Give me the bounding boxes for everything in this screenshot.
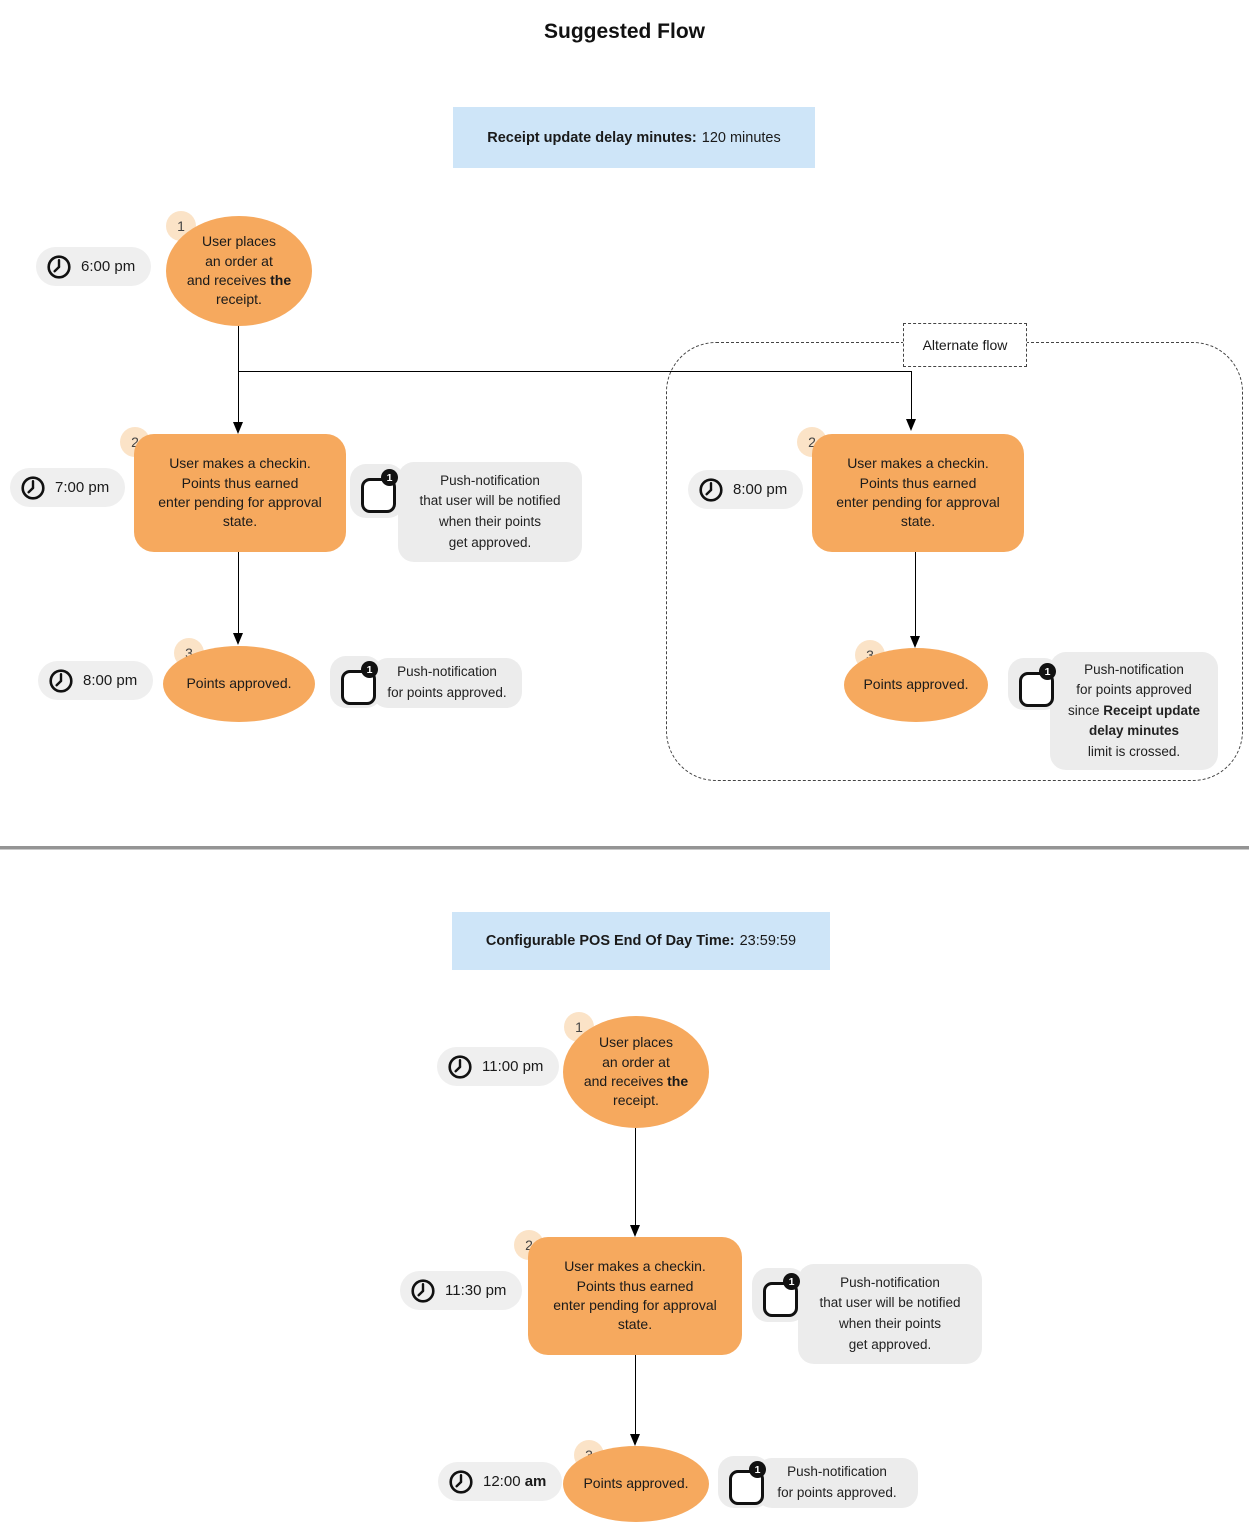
- time-label: 8:00 pm: [733, 481, 788, 498]
- time-pill: 7:00 pm: [10, 468, 126, 507]
- time-pill: 6:00 pm: [36, 247, 152, 286]
- notification-text-bold: Receipt update delay minutes: [1088, 702, 1201, 739]
- node-user-checkin: User makes a checkin. Points thus earned…: [134, 434, 346, 552]
- time-pill: 12:00 am: [438, 1462, 563, 1501]
- page-title: Suggested Flow: [543, 20, 705, 43]
- clock-icon: [448, 1054, 472, 1079]
- node-user-checkin: User makes a checkin. Points thus earned…: [528, 1237, 742, 1355]
- time-pill: 11:00 pm: [437, 1047, 560, 1086]
- time-pill: 11:30 pm: [400, 1271, 523, 1310]
- banner-label: Configurable POS End Of Day Time:: [485, 933, 735, 949]
- arrowhead: [906, 419, 916, 431]
- arrowhead: [630, 1225, 640, 1237]
- time-part: 12:00: [483, 1473, 525, 1490]
- branch-line: [238, 371, 912, 373]
- node-text: User makes a checkin. Points thus earned…: [553, 1258, 717, 1333]
- flow-line: [238, 325, 240, 422]
- clock-icon: [449, 1469, 473, 1494]
- notification-count-badge: 1: [381, 469, 398, 486]
- node-text-bold: the: [667, 1073, 689, 1089]
- push-notification-bubble: Push-notification that user will be noti…: [798, 1264, 982, 1364]
- node-points-approved: Points approved.: [563, 1446, 709, 1522]
- arrowhead: [910, 636, 920, 648]
- time-label: 7:00 pm: [55, 479, 110, 496]
- clock-icon: [49, 668, 73, 693]
- receipt-delay-banner: Receipt update delay minutes:120 minutes: [453, 107, 815, 168]
- time-pill: 8:00 pm: [688, 470, 804, 509]
- notification-text-part: limit is crossed.: [1087, 743, 1181, 759]
- clock-icon: [47, 254, 71, 279]
- arrowhead: [630, 1434, 640, 1446]
- notification-text: Push-notification for points approved si…: [1062, 660, 1206, 763]
- time-label: 12:00 am: [483, 1473, 546, 1490]
- alternate-flow-label: Alternate flow: [903, 323, 1027, 367]
- banner-value: 120 minutes: [701, 129, 781, 146]
- push-notification-bubble: Push-notification for points approved.: [372, 658, 522, 708]
- push-notification-bubble: Push-notification for points approved si…: [1050, 652, 1218, 770]
- notification-text: Push-notification that user will be noti…: [419, 472, 561, 550]
- notification-icon: 1: [752, 1268, 806, 1322]
- notification-count-badge: 1: [749, 1461, 766, 1478]
- time-label: 11:00 pm: [482, 1058, 544, 1075]
- banner-text: Configurable POS End Of Day Time:23:59:5…: [486, 933, 796, 949]
- notification-text: Push-notification for points approved.: [777, 1464, 897, 1500]
- node-text: Points approved.: [186, 675, 292, 692]
- notification-count-badge: 1: [783, 1273, 800, 1290]
- flow-line: [915, 552, 917, 636]
- arrowhead: [233, 422, 243, 434]
- banner-value: 23:59:59: [739, 933, 797, 949]
- node-user-places-order: User places an order at and receives the…: [563, 1016, 709, 1128]
- notification-count-badge: 1: [361, 661, 378, 678]
- clock-icon: [699, 477, 723, 502]
- node-text-part: User places an order at and receives: [583, 1034, 673, 1089]
- flow-line: [238, 552, 240, 634]
- time-label: 8:00 pm: [83, 672, 138, 689]
- section-divider: [0, 846, 1249, 850]
- node-text: User places an order at and receives the…: [187, 232, 291, 309]
- notification-text: Push-notification that user will be noti…: [819, 1274, 961, 1352]
- app-icon: [361, 478, 396, 513]
- node-text-part: User places an order at and receives: [186, 233, 276, 288]
- node-points-approved-alt: Points approved.: [844, 648, 988, 722]
- clock-icon: [411, 1278, 435, 1303]
- push-notification-bubble: Push-notification that user will be noti…: [398, 462, 582, 562]
- notification-icon: 1: [718, 1456, 770, 1508]
- node-text: User places an order at and receives the…: [584, 1033, 688, 1110]
- clock-icon: [21, 475, 45, 500]
- notification-icon: 1: [1008, 658, 1060, 710]
- node-text-bold: the: [270, 272, 292, 288]
- node-text: Points approved.: [583, 1475, 689, 1492]
- time-label: 6:00 pm: [81, 258, 136, 275]
- flow-line: [635, 1355, 637, 1434]
- time-part-bold: am: [524, 1473, 547, 1490]
- node-text: User makes a checkin. Points thus earned…: [158, 455, 322, 530]
- time-label: 11:30 pm: [445, 1282, 507, 1299]
- node-text: Points approved.: [863, 676, 969, 693]
- banner-text: Receipt update delay minutes:120 minutes: [487, 130, 781, 146]
- push-notification-bubble: Push-notification for points approved.: [756, 1458, 918, 1508]
- node-text-part: receipt.: [613, 1092, 659, 1109]
- notification-text: Push-notification for points approved.: [387, 664, 507, 700]
- flow-line: [635, 1128, 637, 1225]
- notification-icon: 1: [350, 464, 404, 518]
- node-text-part: receipt.: [216, 291, 262, 308]
- notification-text-part: Push-notification for points approved si…: [1067, 661, 1192, 718]
- node-user-checkin-alt: User makes a checkin. Points thus earned…: [812, 434, 1024, 552]
- node-points-approved: Points approved.: [163, 646, 315, 722]
- alternate-flow-label-text: Alternate flow: [922, 337, 1008, 353]
- pos-eod-banner: Configurable POS End Of Day Time:23:59:5…: [452, 912, 830, 970]
- time-pill: 8:00 pm: [38, 661, 154, 700]
- arrowhead: [233, 633, 243, 645]
- node-user-places-order: User places an order at and receives the…: [166, 216, 312, 326]
- banner-label: Receipt update delay minutes:: [487, 129, 697, 146]
- node-text: User makes a checkin. Points thus earned…: [836, 455, 1000, 530]
- branch-line-down: [911, 371, 913, 419]
- notification-count-badge: 1: [1039, 663, 1056, 680]
- notification-icon: 1: [330, 656, 382, 708]
